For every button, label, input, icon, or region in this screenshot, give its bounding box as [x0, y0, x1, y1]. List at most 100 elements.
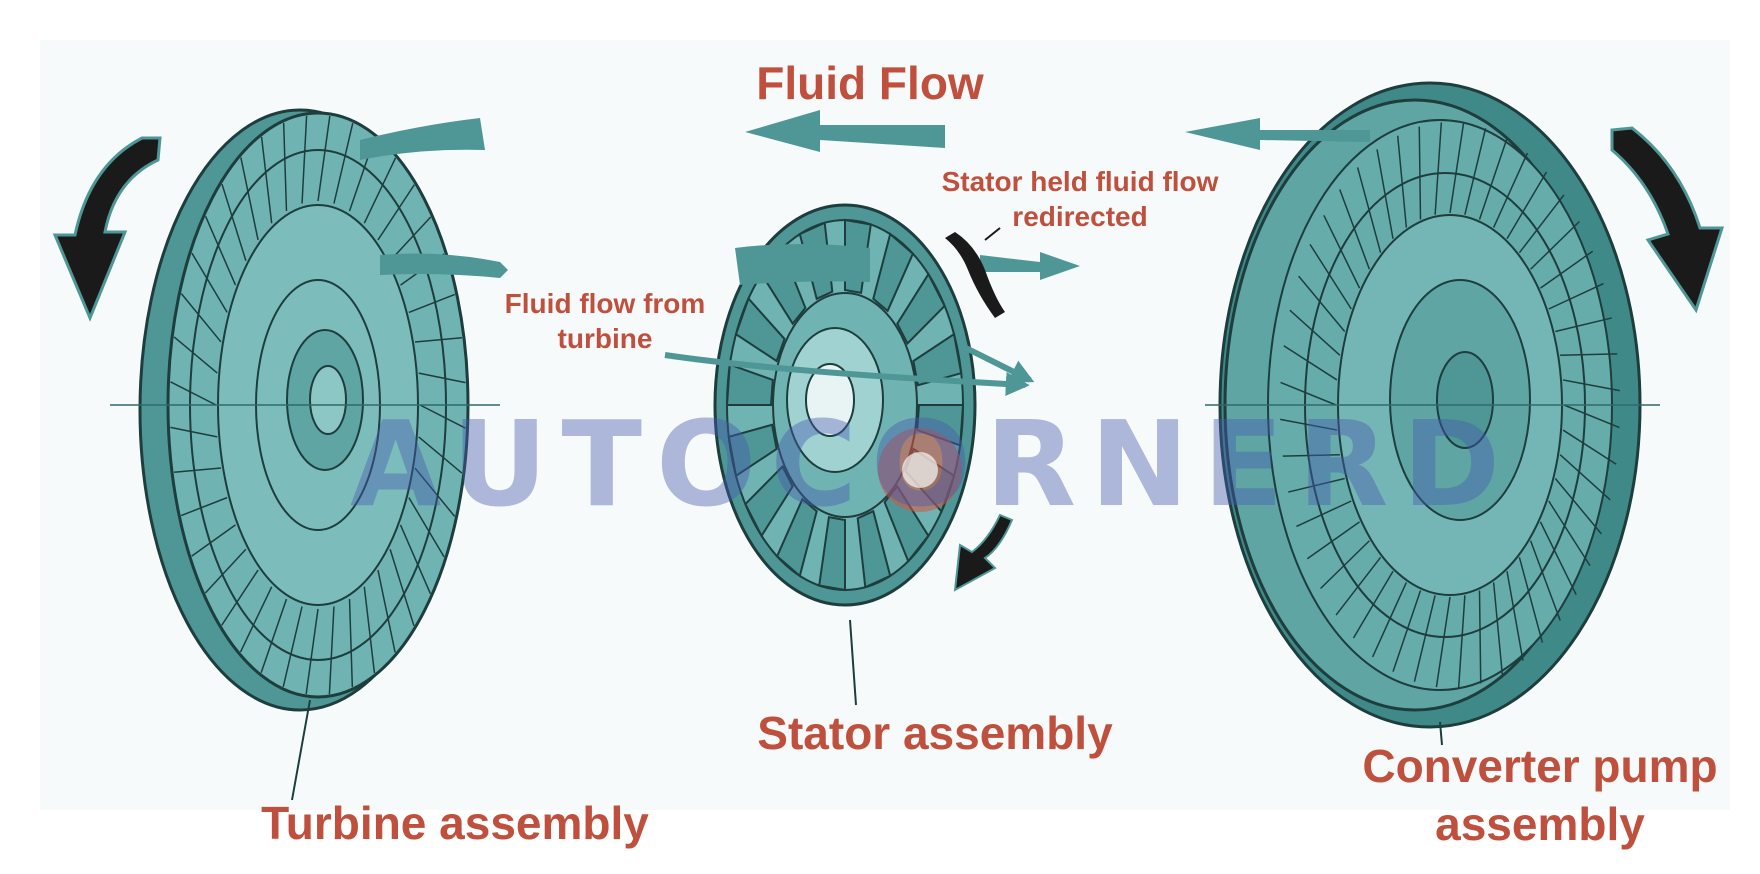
vane	[1296, 500, 1352, 528]
vane	[1392, 590, 1422, 672]
watermark-gear-icon	[878, 428, 962, 512]
flow-arrow-from-turbine	[664, 352, 1030, 396]
vane	[1434, 122, 1443, 215]
stator-blade	[818, 516, 846, 592]
vane	[1562, 429, 1617, 465]
vane	[1492, 582, 1504, 675]
vane	[1563, 404, 1620, 429]
stator-assembly-label: Stator assembly	[757, 707, 1113, 759]
vane	[363, 586, 376, 674]
vane	[419, 404, 466, 429]
stator-rotation-arrow	[953, 513, 1014, 592]
vane	[282, 122, 288, 212]
flow-arrow-top	[745, 110, 945, 152]
fluid-flow-label: Fluid Flow	[756, 57, 984, 109]
vane	[389, 549, 415, 627]
vane	[414, 336, 463, 343]
pump-leader-line	[1439, 721, 1443, 746]
vane	[1548, 282, 1604, 310]
vane	[1478, 590, 1482, 684]
vane	[1435, 596, 1451, 688]
vane	[240, 157, 259, 241]
vane	[1518, 194, 1565, 254]
watermark: AUTOCORNERD	[350, 395, 1515, 533]
vane	[1539, 521, 1577, 596]
vane	[399, 524, 432, 594]
flow-arrow-stator-exit-upper	[980, 252, 1080, 280]
vane	[180, 293, 222, 343]
stator-blade	[734, 296, 786, 363]
vane	[1478, 138, 1508, 220]
stator-clutch-detail	[945, 232, 1005, 318]
vane	[1356, 167, 1382, 253]
vane	[363, 157, 397, 224]
vane	[239, 586, 273, 653]
vane	[180, 496, 228, 517]
vane	[1529, 540, 1561, 621]
vane	[221, 183, 247, 261]
vane	[1413, 595, 1436, 682]
stator-blade	[727, 423, 778, 478]
vane	[1562, 379, 1620, 392]
vane	[1298, 275, 1346, 333]
vane	[377, 569, 396, 653]
vane	[418, 372, 466, 384]
vane	[305, 608, 319, 695]
vane	[333, 122, 354, 204]
vane	[1371, 582, 1408, 658]
vane	[204, 216, 237, 286]
vane	[377, 184, 415, 241]
stator-blade	[872, 232, 915, 313]
stator-blade	[916, 404, 965, 447]
vane	[1288, 477, 1345, 493]
flow-arrow-stator-exit-lower	[958, 342, 1035, 383]
vane	[1280, 418, 1338, 431]
vane	[1555, 317, 1612, 333]
vane	[1352, 570, 1394, 639]
vane	[1283, 345, 1338, 381]
vane	[1548, 500, 1591, 567]
vane	[418, 436, 463, 474]
vane	[1464, 128, 1487, 215]
vane	[1289, 309, 1341, 356]
vane	[408, 497, 445, 558]
vane	[1457, 595, 1466, 688]
stator-blade	[896, 272, 946, 346]
vane	[191, 524, 236, 557]
vane	[204, 548, 247, 594]
vane	[191, 252, 228, 313]
fluid-flow-arrows	[360, 110, 1370, 285]
vane	[1559, 454, 1611, 501]
fluid-from-turbine-label: Fluid flow from turbine	[504, 288, 706, 354]
vane	[173, 336, 218, 374]
vane	[260, 598, 288, 674]
vane	[1280, 381, 1337, 406]
vane	[389, 216, 432, 262]
vane	[1339, 189, 1371, 270]
stator-held-leader-line	[984, 227, 1001, 241]
vane	[1530, 220, 1580, 270]
vane	[317, 115, 331, 202]
stator-blade	[744, 464, 794, 538]
vane	[170, 426, 218, 438]
vane	[1306, 521, 1360, 560]
vane	[260, 136, 273, 224]
flow-arrow-into-stator	[735, 244, 870, 285]
vane	[1282, 453, 1340, 457]
vane	[1506, 571, 1524, 661]
converter-pump-assembly-label: Converter pump assembly	[1362, 740, 1718, 850]
flow-arrow-turbine-top	[360, 118, 485, 160]
turbine-rotation-arrow	[52, 136, 162, 322]
vane	[1396, 135, 1408, 228]
vane	[1506, 171, 1548, 240]
vane	[1540, 250, 1594, 289]
vane	[1320, 540, 1370, 590]
vane	[1418, 126, 1422, 220]
flow-arrow-turbine-mid	[380, 253, 508, 278]
vane	[170, 381, 217, 406]
converter-pump-assembly	[1205, 81, 1660, 746]
vane	[328, 606, 335, 695]
turbine-leader-line	[291, 699, 311, 801]
stator-blade	[856, 509, 892, 589]
